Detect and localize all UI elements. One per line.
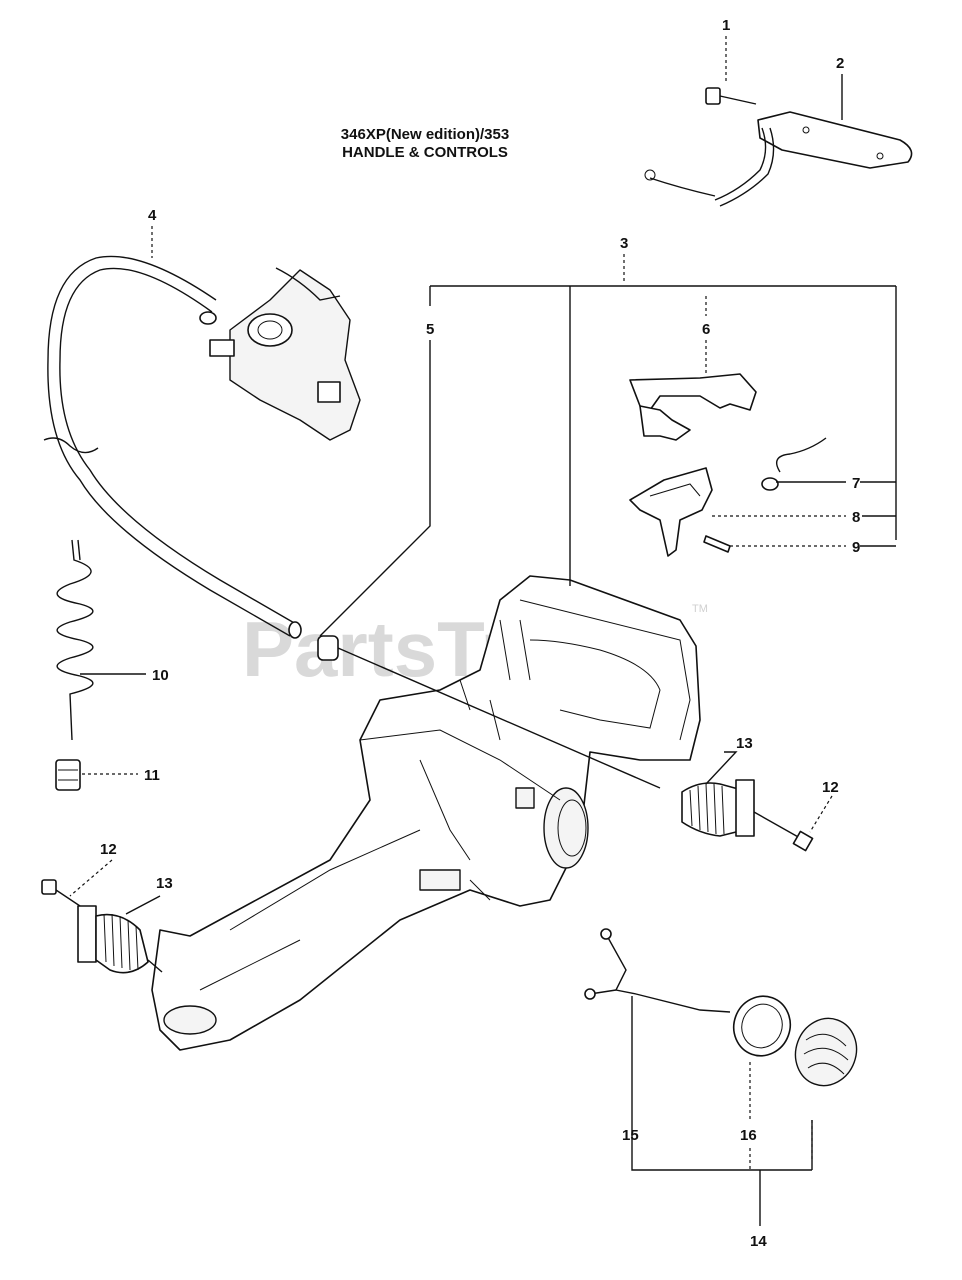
callout-5[interactable]: 5 [426,321,434,338]
part-14-fuel-cap[interactable] [786,1010,866,1094]
callout-9[interactable]: 9 [852,539,860,556]
title-section: HANDLE & CONTROLS [342,144,508,161]
watermark-trademark: TM [692,603,708,615]
part-13-av-spring-left[interactable] [77,905,163,974]
callout-13-right[interactable]: 13 [736,735,753,752]
title-model: 346XP(New edition)/353 [340,126,510,143]
part-1-screw[interactable] [705,87,757,105]
callout-16[interactable]: 16 [740,1127,757,1144]
callout-8[interactable]: 8 [852,509,860,526]
part-12-screw-right[interactable] [753,811,814,852]
callout-3[interactable]: 3 [620,235,628,252]
callout-14[interactable]: 14 [750,1233,767,1250]
handle-housing [151,575,701,1051]
callout-12-right[interactable]: 12 [822,779,839,796]
part-8-throttle-trigger[interactable] [629,467,713,557]
callout-7[interactable]: 7 [852,475,860,492]
callout-labels: 1 2 3 4 5 6 7 8 9 10 11 12 12 13 13 14 1… [100,17,860,1250]
part-13-av-spring-right[interactable] [681,779,755,837]
part-2-lever-bracket[interactable] [644,111,913,207]
part-9-pin[interactable] [703,535,731,553]
callout-12-left[interactable]: 12 [100,841,117,858]
part-5-grommet[interactable] [317,635,661,789]
carburetor-reference [209,267,361,441]
part-4-fuel-hose[interactable] [43,255,302,639]
part-6-throttle-lock[interactable] [629,373,757,441]
callout-13-left[interactable]: 13 [156,875,173,892]
callout-10[interactable]: 10 [152,667,169,684]
leader-lines [69,36,897,1226]
part-7-spring[interactable] [761,437,827,491]
part-16-cap-seal[interactable] [725,988,798,1064]
part-11-fuel-filter[interactable] [55,759,81,791]
part-12-screw-left[interactable] [41,879,81,907]
part-10-fuel-line-coil[interactable] [56,539,94,741]
diagram-title: 346XP(New edition)/353 HANDLE & CONTROLS [260,126,590,162]
part-15-cap-strap[interactable] [584,928,731,1013]
callout-1[interactable]: 1 [722,17,730,34]
callout-11[interactable]: 11 [144,767,160,784]
callout-4[interactable]: 4 [148,207,157,224]
callout-2[interactable]: 2 [836,55,844,72]
callout-15[interactable]: 15 [622,1127,639,1144]
callout-6[interactable]: 6 [702,321,710,338]
